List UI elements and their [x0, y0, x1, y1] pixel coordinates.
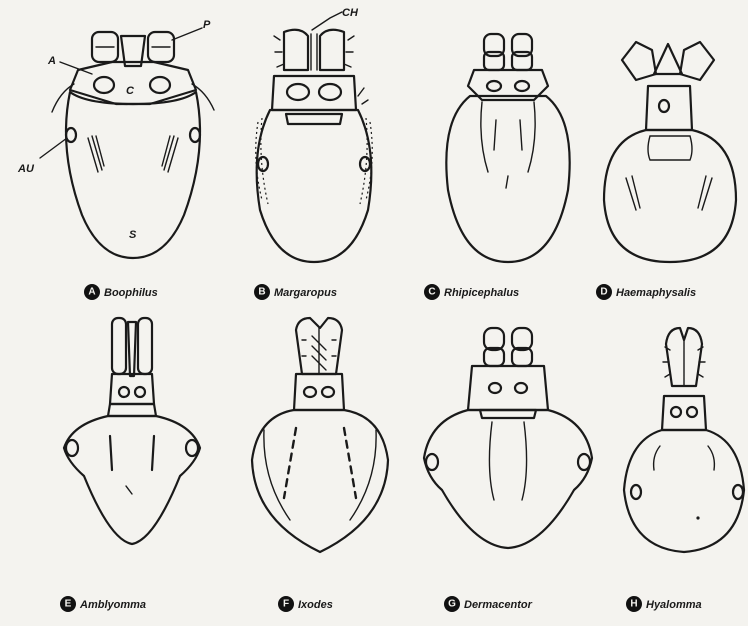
tick-hyalomma [624, 328, 744, 552]
label-ch: CH [342, 7, 359, 19]
label-a: A [47, 55, 56, 67]
caption-haemaphysalis: D Haemaphysalis [596, 284, 696, 300]
tick-boophilus: A P C AU S [17, 19, 214, 258]
tick-amblyomma [64, 318, 200, 544]
caption-label: Margaropus [274, 287, 337, 299]
caption-boophilus: A Boophilus [84, 284, 158, 300]
svg-text:F: F [283, 599, 289, 610]
svg-text:B: B [258, 287, 265, 298]
svg-text:D: D [600, 287, 607, 298]
label-c: C [126, 85, 135, 97]
tick-haemaphysalis [604, 42, 736, 262]
label-p: P [203, 19, 211, 31]
caption-label: Boophilus [104, 287, 158, 299]
label-au: AU [17, 163, 35, 175]
caption-dermacentor: G Dermacentor [444, 596, 533, 612]
caption-amblyomma: E Amblyomma [60, 596, 146, 612]
svg-text:A: A [88, 287, 95, 298]
svg-text:G: G [448, 599, 456, 610]
svg-text:H: H [630, 599, 637, 610]
caption-label: Hyalomma [646, 599, 702, 611]
caption-margaropus: B Margaropus [254, 284, 337, 300]
caption-label: Haemaphysalis [616, 287, 696, 299]
tick-ixodes [252, 318, 388, 552]
caption-ixodes: F Ixodes [278, 596, 333, 612]
caption-label: Dermacentor [464, 599, 533, 611]
label-s: S [129, 229, 137, 241]
caption-rhipicephalus: C Rhipicephalus [424, 284, 519, 300]
svg-text:E: E [65, 599, 72, 610]
caption-hyalomma: H Hyalomma [626, 596, 702, 612]
tick-rhipicephalus [446, 34, 569, 262]
tick-dermacentor [424, 328, 592, 548]
caption-label: Amblyomma [79, 599, 146, 611]
caption-label: Ixodes [298, 599, 333, 611]
tick-margaropus: CH [256, 7, 373, 262]
svg-text:C: C [428, 287, 435, 298]
caption-label: Rhipicephalus [444, 287, 519, 299]
